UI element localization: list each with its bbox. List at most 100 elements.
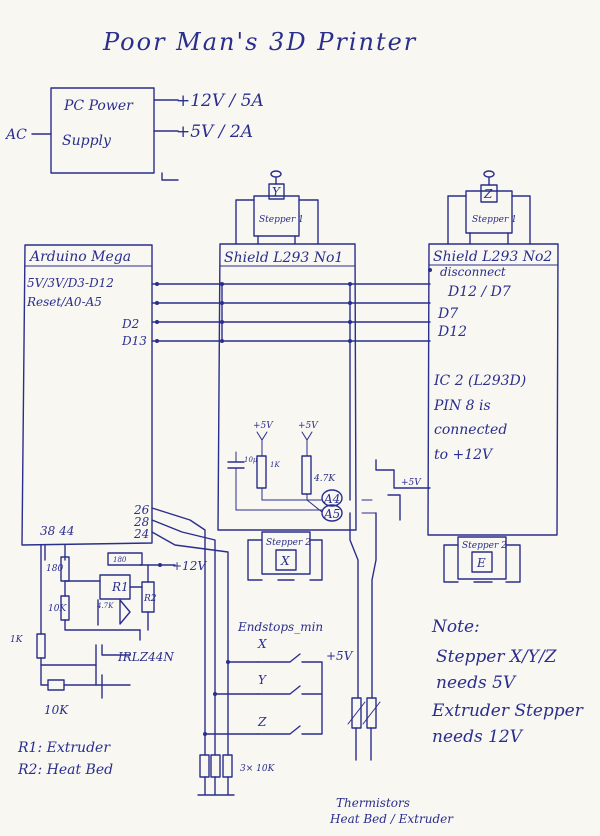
resistor-180-c	[36, 633, 46, 659]
d12-d7-label: D12 / D7	[447, 284, 511, 300]
power-supply-label-1: PC Power	[63, 98, 134, 114]
stepper-y-body	[253, 195, 300, 237]
r2-label: R2	[143, 594, 157, 604]
arduino-d13: D13	[121, 334, 147, 348]
endstops-title: Endstops_min	[237, 620, 323, 634]
arduino-pins-1: 5V/3V/D3-D12	[27, 276, 114, 290]
note-line-3: Extruder Stepper	[431, 701, 584, 721]
stepper-e: Stepper 2 E	[443, 536, 521, 583]
legend-r1: R1: Extruder	[17, 740, 111, 756]
arduino-board	[21, 244, 153, 546]
shield-2-5v-feed	[375, 459, 431, 489]
shield-1-board	[217, 243, 357, 531]
endstop-y-label: Y	[258, 673, 267, 687]
arduino-pin-28: 28	[133, 515, 150, 529]
d7-label: D7	[437, 306, 458, 322]
capacitor-label: 10μ	[244, 456, 258, 464]
heater-driver: 180 10K 180 R1 4.7K R2 +12V 1K IRLZ44N 1…	[10, 544, 207, 717]
pin-a4-label: A4	[323, 492, 340, 506]
ic2-line-3: connected	[434, 422, 507, 438]
capacitor-10u: 10μ	[227, 451, 258, 493]
heater-plus12v: +12V	[172, 559, 207, 573]
resistor-1k-label: 1K	[10, 635, 24, 645]
stepper-e-body	[457, 536, 507, 580]
shield-1-name: Shield L293 No1	[224, 250, 343, 266]
mosfet-label: IRLZ44N	[117, 650, 174, 664]
power-supply-label-2: Supply	[62, 133, 112, 149]
shield-2-board	[427, 243, 559, 536]
pin-a5-label: A5	[323, 507, 340, 521]
endstop-x-label: X	[257, 637, 267, 651]
signal-bus	[151, 268, 432, 343]
resistor-180-b	[107, 552, 143, 566]
thermistors-label-2: Heat Bed / Extruder	[329, 812, 454, 826]
legend: R1: Extruder R2: Heat Bed	[17, 740, 113, 778]
resistor-4-7k-label: 4.7K	[313, 474, 336, 484]
r1-label: R1	[111, 580, 129, 594]
resistor-4-7k-label: 4.7K	[96, 602, 114, 610]
title: Poor Man's 3D Printer	[102, 28, 417, 56]
legend-r2: R2: Heat Bed	[17, 762, 113, 778]
arduino-name: Arduino Mega	[28, 249, 131, 265]
out-12v-label: +12V / 5A	[176, 91, 264, 111]
shield-1-plus5v-b: +5V	[298, 421, 319, 431]
thermistors-label-1: Thermistors	[336, 796, 410, 810]
stepper-e-letter: E	[476, 556, 486, 570]
endstop-wiring	[151, 507, 259, 756]
stepper-z-label: Stepper 1	[472, 215, 517, 225]
stepper-x: Stepper 2 X	[247, 531, 323, 581]
arduino-d2: D2	[121, 317, 139, 331]
thermistors: Thermistors Heat Bed / Extruder	[329, 512, 454, 826]
note-heading: Note:	[431, 617, 480, 637]
heater-resistor	[47, 679, 65, 691]
vcc-arrow-a	[256, 431, 268, 457]
heater-resistor-label: 10K	[44, 703, 69, 717]
note-line-1: Stepper X/Y/Z	[436, 647, 558, 667]
stepper-e-letter-box	[471, 551, 493, 573]
resistor-4-7k: 4.7K	[301, 455, 336, 501]
vcc-arrow-b	[301, 431, 313, 457]
diode	[119, 599, 131, 625]
pulldown-resistor-2	[210, 754, 221, 778]
arduino-mega: Arduino Mega 5V/3V/D3-D12 Reset/A0-A5 D2…	[21, 244, 153, 546]
shield-2: Shield L293 No2 Z Stepper 1 disconnect D…	[375, 170, 559, 583]
stepper-x-letter-box	[275, 549, 297, 571]
out-5v-label: +5V / 2A	[176, 122, 253, 142]
shield-1-bus-drops	[221, 283, 377, 514]
ic2-line-2: PIN 8 is	[433, 398, 491, 414]
stepper-x-body	[261, 531, 311, 575]
pulldown-label: 3× 10K	[240, 764, 276, 774]
endstop-x-switch	[257, 653, 301, 663]
pin-a5	[321, 504, 343, 522]
stepper-x-label: Stepper 2	[266, 538, 311, 548]
resistor-10k-label: 10K	[48, 604, 67, 614]
stepper-e-label: Stepper 2	[462, 541, 507, 551]
ground-symbol	[161, 172, 179, 181]
endstop-z-switch	[257, 725, 301, 735]
shield-2-plus5v: +5V	[401, 478, 422, 488]
ic2-line-1: IC 2 (L293D)	[433, 373, 526, 389]
endstops-plus5v: +5V	[326, 649, 354, 663]
stepper-z-letter: Z	[483, 187, 493, 201]
shield-2-name: Shield L293 No2	[433, 249, 552, 265]
ac-input-label: AC	[4, 127, 27, 143]
endstops: Endstops_min X Y Z +5V 3× 10K	[197, 620, 354, 796]
ic2-line-4: to +12V	[434, 447, 494, 463]
arduino-pin-24: 24	[133, 527, 149, 541]
resistor-1k-label: 1K	[270, 461, 280, 469]
stepper-y-label: Stepper 1	[259, 215, 304, 225]
disconnect-label: disconnect	[440, 265, 506, 279]
stepper-y-letter: Y	[272, 185, 281, 199]
pulldown-resistor-1	[199, 754, 210, 778]
power-supply: PC Power Supply AC +12V / 5A +5V / 2A	[4, 87, 264, 181]
stepper-x-letter: X	[280, 554, 290, 568]
arduino-pin-26: 26	[133, 503, 150, 517]
arduino-pins-3844: 38 44	[40, 524, 74, 538]
arduino-pins-2: Reset/A0-A5	[26, 295, 102, 309]
shield-1: Shield L293 No1 Y Stepper 1 +5V +5V 10μ	[217, 170, 357, 581]
stepper-y: Y Stepper 1	[235, 170, 319, 245]
resistor-1k: 1K	[256, 455, 280, 501]
pin-a4	[321, 489, 343, 507]
